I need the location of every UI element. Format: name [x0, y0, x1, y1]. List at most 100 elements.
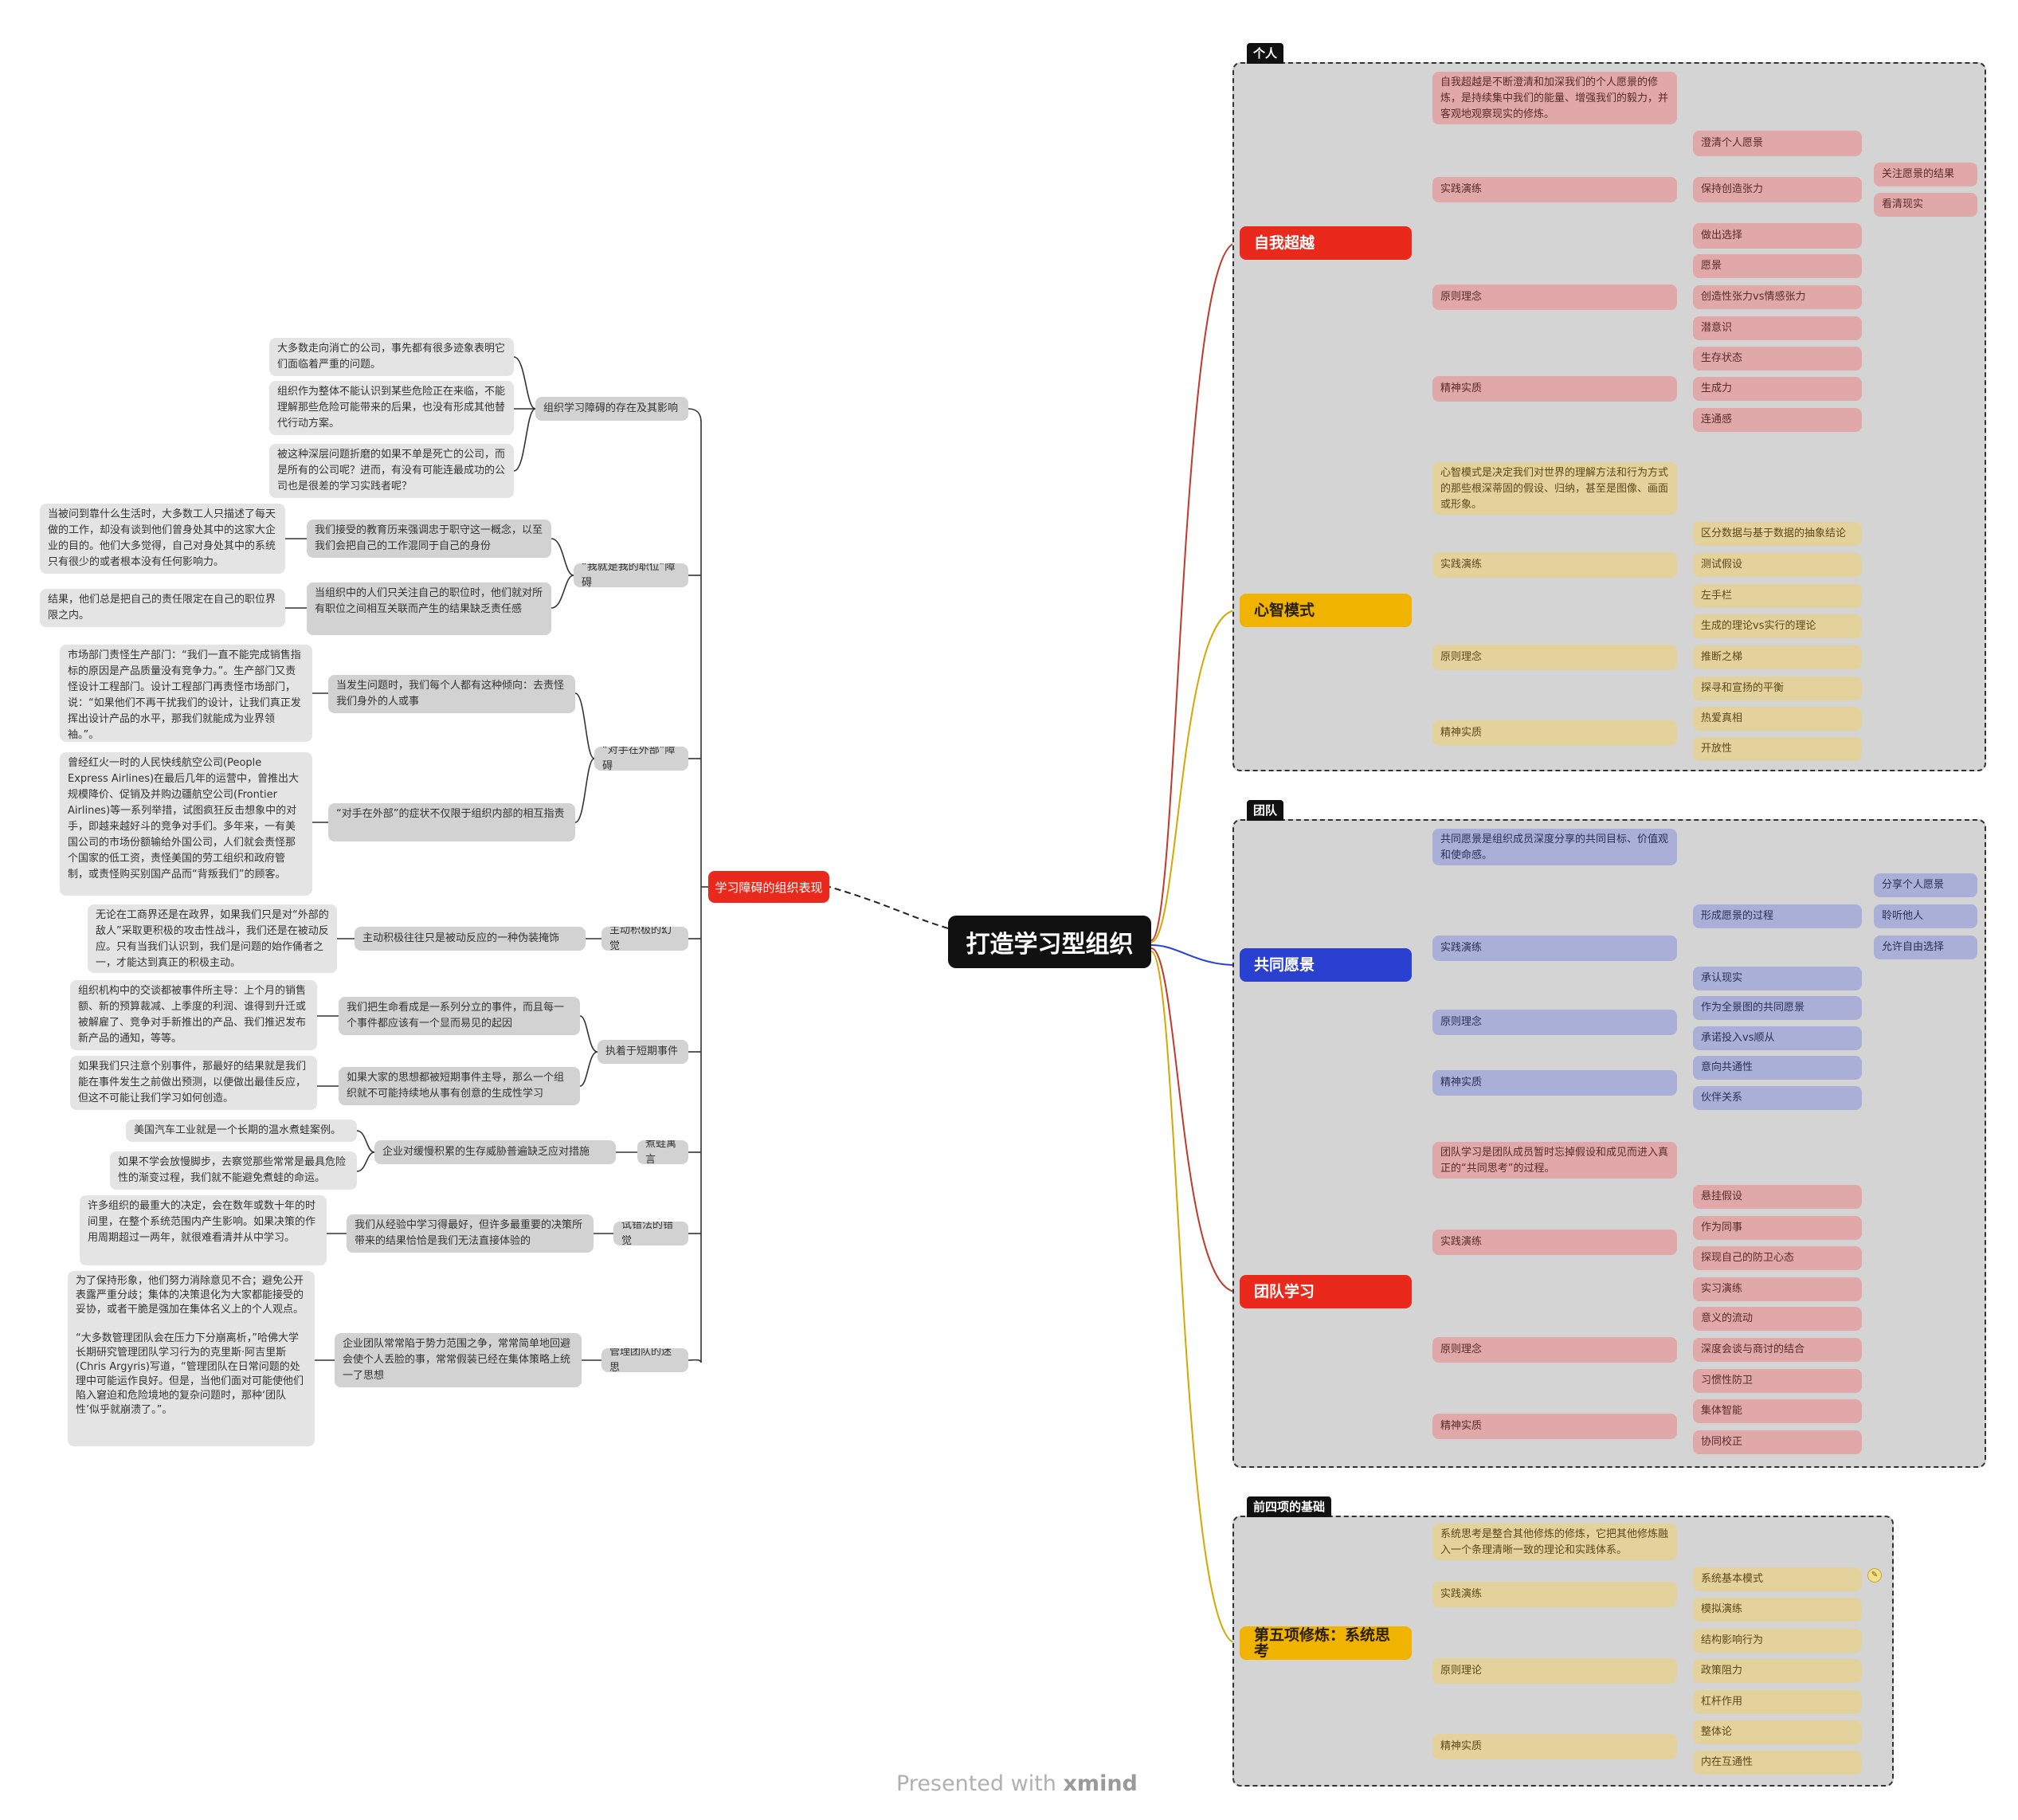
main-topic-team-learning[interactable]: 团队学习	[1240, 1275, 1412, 1308]
disability-2-item-2[interactable]: 当组织中的人们只关注自己的职位时，他们就对所有职位之间相互关联而产生的结果缺乏责…	[307, 582, 551, 635]
disability-2-item-1[interactable]: 我们接受的教育历来强调忠于职守这一概念，以至我们会把自己的工作混同于自己的身份	[307, 520, 551, 558]
team-learning-practice-item-2[interactable]: 作为同事	[1693, 1216, 1862, 1240]
disability-6-note-1[interactable]: 美国汽车工业就是一个长期的温水煮蛙案例。	[126, 1120, 357, 1142]
main-topic-self-mastery[interactable]: 自我超越	[1240, 226, 1412, 260]
disability-8-topic[interactable]: 管理团队的迷思	[601, 1348, 688, 1372]
disability-6-item[interactable]: 企业对缓慢积累的生存威胁普遍缺乏应对措施	[374, 1140, 616, 1164]
self-mastery-practice[interactable]: 实践演练	[1432, 177, 1677, 202]
systems-thinking-essence-item-1[interactable]: 整体论	[1693, 1720, 1862, 1744]
team-learning-essence-item-2[interactable]: 协同校正	[1693, 1430, 1862, 1454]
mental-models-practice-item-3[interactable]: 左手栏	[1693, 584, 1862, 608]
mental-models-definition[interactable]: 心智模式是决定我们对世界的理解方法和行为方式的那些根深蒂固的假设、归纳，甚至是图…	[1432, 462, 1677, 515]
disability-1-topic[interactable]: 组织学习障碍的存在及其影响	[535, 397, 688, 421]
disability-7-item[interactable]: 我们从经验中学习得最好，但许多最重要的决策所带来的结果恰恰是我们无法直接体验的	[347, 1214, 594, 1253]
team-learning-practice-item-3[interactable]: 探现自己的防卫心态	[1693, 1246, 1862, 1270]
self-mastery-essence-item-3[interactable]: 连通感	[1693, 408, 1862, 432]
vision-process-item-2[interactable]: 聆听他人	[1874, 904, 1977, 928]
disability-1-note-3[interactable]: 被这种深层问题折磨的如果不单是死亡的公司，而是所有的公司呢？进而，有没有可能连最…	[269, 444, 514, 498]
main-topic-mental-models[interactable]: 心智模式	[1240, 594, 1412, 627]
disability-1-note-2[interactable]: 组织作为整体不能认识到某些危险正在来临，不能理解那些危险可能带来的后果，也没有形…	[269, 381, 514, 435]
team-learning-practice[interactable]: 实践演练	[1432, 1230, 1677, 1255]
team-learning-principles[interactable]: 原则理念	[1432, 1337, 1677, 1363]
systems-thinking-principle-item-1[interactable]: 结构影响行为	[1693, 1629, 1862, 1653]
self-mastery-principle-item-2[interactable]: 创造性张力vs情感张力	[1693, 285, 1862, 309]
self-mastery-practice-item-2[interactable]: 保持创造张力	[1693, 177, 1862, 202]
note-icon[interactable]: ✎	[1867, 1568, 1882, 1583]
mental-models-principles[interactable]: 原则理念	[1432, 645, 1677, 670]
shared-vision-essence-item-2[interactable]: 伙伴关系	[1693, 1086, 1862, 1110]
systems-thinking-principle-item-2[interactable]: 政策阻力	[1693, 1659, 1862, 1683]
shared-vision-practice[interactable]: 实践演练	[1432, 935, 1677, 961]
disability-3-item-2[interactable]: “对手在外部”的症状不仅限于组织内部的相互指责	[328, 803, 575, 841]
creative-tension-item-1[interactable]: 关注愿景的结果	[1874, 163, 1977, 186]
disability-4-note[interactable]: 无论在工商界还是在政界，如果我们只是对“外部的敌人”采取更积极的攻击性战斗，我们…	[88, 904, 337, 973]
disability-2-item-2-note[interactable]: 结果，他们总是把自己的责任限定在自己的职位界限之内。	[40, 589, 285, 627]
self-mastery-essence-item-2[interactable]: 生成力	[1693, 377, 1862, 401]
shared-vision-practice-item-2[interactable]: 承认现实	[1693, 967, 1862, 990]
disability-6-note-2[interactable]: 如果不学会放慢脚步，去察觉那些常常是最具危险性的渐变过程，我们就不能避免煮蛙的命…	[110, 1151, 357, 1190]
mental-models-practice-item-2[interactable]: 测试假设	[1693, 553, 1862, 577]
team-learning-essence[interactable]: 精神实质	[1432, 1414, 1677, 1439]
disability-7-topic[interactable]: 试错法的错觉	[613, 1222, 688, 1245]
team-learning-essence-item-1[interactable]: 集体智能	[1693, 1399, 1862, 1423]
mental-models-practice[interactable]: 实践演练	[1432, 552, 1677, 578]
systems-thinking-practice-item-2[interactable]: 模拟演练	[1693, 1598, 1862, 1622]
team-learning-practice-item-1[interactable]: 悬挂假设	[1693, 1185, 1862, 1209]
shared-vision-definition[interactable]: 共同愿景是组织成员深度分享的共同目标、价值观和使命感。	[1432, 829, 1677, 865]
disability-3-item-1[interactable]: 当发生问题时，我们每个人都有这种倾向：去责怪我们身外的人或事	[328, 675, 575, 713]
disability-6-topic[interactable]: 煮蛙寓言	[637, 1140, 688, 1164]
disability-4-topic[interactable]: 主动积极的幻觉	[601, 927, 688, 951]
team-learning-definition[interactable]: 团队学习是团队成员暂时忘掉假设和成见而进入真正的“共同思考”的过程。	[1432, 1142, 1677, 1179]
self-mastery-essence[interactable]: 精神实质	[1432, 376, 1677, 402]
disability-5-item-2-note[interactable]: 如果我们只注意个别事件，那最好的结果就是我们能在事件发生之前做出预测，以便做出最…	[70, 1056, 317, 1110]
self-mastery-principles[interactable]: 原则理念	[1432, 284, 1677, 310]
shared-vision-principles[interactable]: 原则理念	[1432, 1010, 1677, 1035]
systems-thinking-principles[interactable]: 原则理论	[1432, 1658, 1677, 1684]
self-mastery-practice-item-3[interactable]: 做出选择	[1693, 223, 1862, 249]
main-topic-systems-thinking[interactable]: 第五项修炼：系统思考	[1240, 1626, 1412, 1660]
disability-5-item-2[interactable]: 如果大家的思想都被短期事件主导，那么一个组织就不可能持续地从事有创意的生成性学习	[339, 1067, 580, 1105]
disability-3-item-1-note[interactable]: 市场部门责怪生产部门：“我们一直不能完成销售指标的原因是产品质量没有竞争力。”。…	[60, 645, 312, 742]
self-mastery-principle-item-1[interactable]: 愿景	[1693, 254, 1862, 278]
team-learning-practice-item-4[interactable]: 实习演练	[1693, 1277, 1862, 1301]
vision-process-item-1[interactable]: 分享个人愿景	[1874, 873, 1977, 897]
team-learning-principle-item-2[interactable]: 深度会谈与商讨的结合	[1693, 1338, 1862, 1362]
self-mastery-definition[interactable]: 自我超越是不断澄清和加深我们的个人愿景的修炼，是持续集中我们的能量、增强我们的毅…	[1432, 72, 1677, 124]
disability-1-note-1[interactable]: 大多数走向消亡的公司，事先都有很多迹象表明它们面临着严重的问题。	[269, 338, 514, 376]
team-learning-principle-item-1[interactable]: 意义的流动	[1693, 1307, 1862, 1331]
disability-3-item-2-note[interactable]: 曾经红火一时的人民快线航空公司(People Express Airlines)…	[60, 752, 312, 896]
systems-thinking-essence-item-2[interactable]: 内在互通性	[1693, 1751, 1862, 1775]
shared-vision-principle-item-1[interactable]: 作为全景图的共同愿景	[1693, 996, 1862, 1020]
disability-5-item-1-note[interactable]: 组织机构中的交谈都被事件所主导：上个月的销售额、新的预算裁减、上季度的利润、谁得…	[70, 980, 317, 1050]
disability-7-note[interactable]: 许多组织的最重大的决定，会在数年或数十年的时间里，在整个系统范围内产生影响。如果…	[80, 1195, 327, 1265]
mental-models-essence-item-2[interactable]: 开放性	[1693, 737, 1862, 761]
main-topic-shared-vision[interactable]: 共同愿景	[1240, 948, 1412, 982]
self-mastery-practice-item-1[interactable]: 澄清个人愿景	[1693, 131, 1862, 156]
creative-tension-item-2[interactable]: 看清现实	[1874, 193, 1977, 217]
systems-thinking-essence[interactable]: 精神实质	[1432, 1734, 1677, 1759]
systems-thinking-practice-item-1[interactable]: 系统基本模式	[1693, 1567, 1862, 1591]
shared-vision-essence[interactable]: 精神实质	[1432, 1070, 1677, 1096]
mental-models-principle-item-3[interactable]: 探寻和宣扬的平衡	[1693, 677, 1862, 700]
central-topic[interactable]: 打造学习型组织	[948, 916, 1151, 968]
shared-vision-essence-item-1[interactable]: 意向共通性	[1693, 1056, 1862, 1080]
self-mastery-principle-item-3[interactable]: 潜意识	[1693, 316, 1862, 340]
disability-2-topic[interactable]: “我就是我的职位”障碍	[574, 563, 688, 587]
disability-2-item-1-note[interactable]: 当被问到靠什么生活时，大多数工人只描述了每天做的工作，却没有谈到他们曾身处其中的…	[40, 504, 285, 574]
team-learning-principle-item-3[interactable]: 习惯性防卫	[1693, 1369, 1862, 1393]
disability-3-topic[interactable]: “对手在外部”障碍	[594, 747, 688, 771]
disability-8-item[interactable]: 企业团队常常陷于势力范围之争，常常简单地回避会使个人丢脸的事，常常假装已经在集体…	[335, 1333, 582, 1387]
self-mastery-essence-item-1[interactable]: 生存状态	[1693, 347, 1862, 371]
mental-models-principle-item-1[interactable]: 生成的理论vs实行的理论	[1693, 614, 1862, 638]
disability-5-topic[interactable]: 执着于短期事件	[598, 1040, 688, 1064]
topic-learning-disabilities[interactable]: 学习障碍的组织表现	[708, 871, 829, 903]
disability-5-item-1[interactable]: 我们把生命看成是一系列分立的事件，而且每一个事件都应该有一个显而易见的起因	[339, 997, 580, 1035]
systems-thinking-principle-item-3[interactable]: 杠杆作用	[1693, 1690, 1862, 1714]
mental-models-practice-item-1[interactable]: 区分数据与基于数据的抽象结论	[1693, 522, 1862, 546]
systems-thinking-practice[interactable]: 实践演练	[1432, 1582, 1677, 1607]
systems-thinking-definition[interactable]: 系统思考是整合其他修炼的修炼，它把其他修炼融入一个条理清晰一致的理论和实践体系。	[1432, 1524, 1677, 1560]
vision-process-item-3[interactable]: 允许自由选择	[1874, 935, 1977, 959]
mental-models-essence-item-1[interactable]: 热爱真相	[1693, 707, 1862, 731]
shared-vision-principle-item-2[interactable]: 承诺投入vs顺从	[1693, 1026, 1862, 1050]
disability-4-item[interactable]: 主动积极往往只是被动反应的一种伪装掩饰	[355, 927, 586, 951]
